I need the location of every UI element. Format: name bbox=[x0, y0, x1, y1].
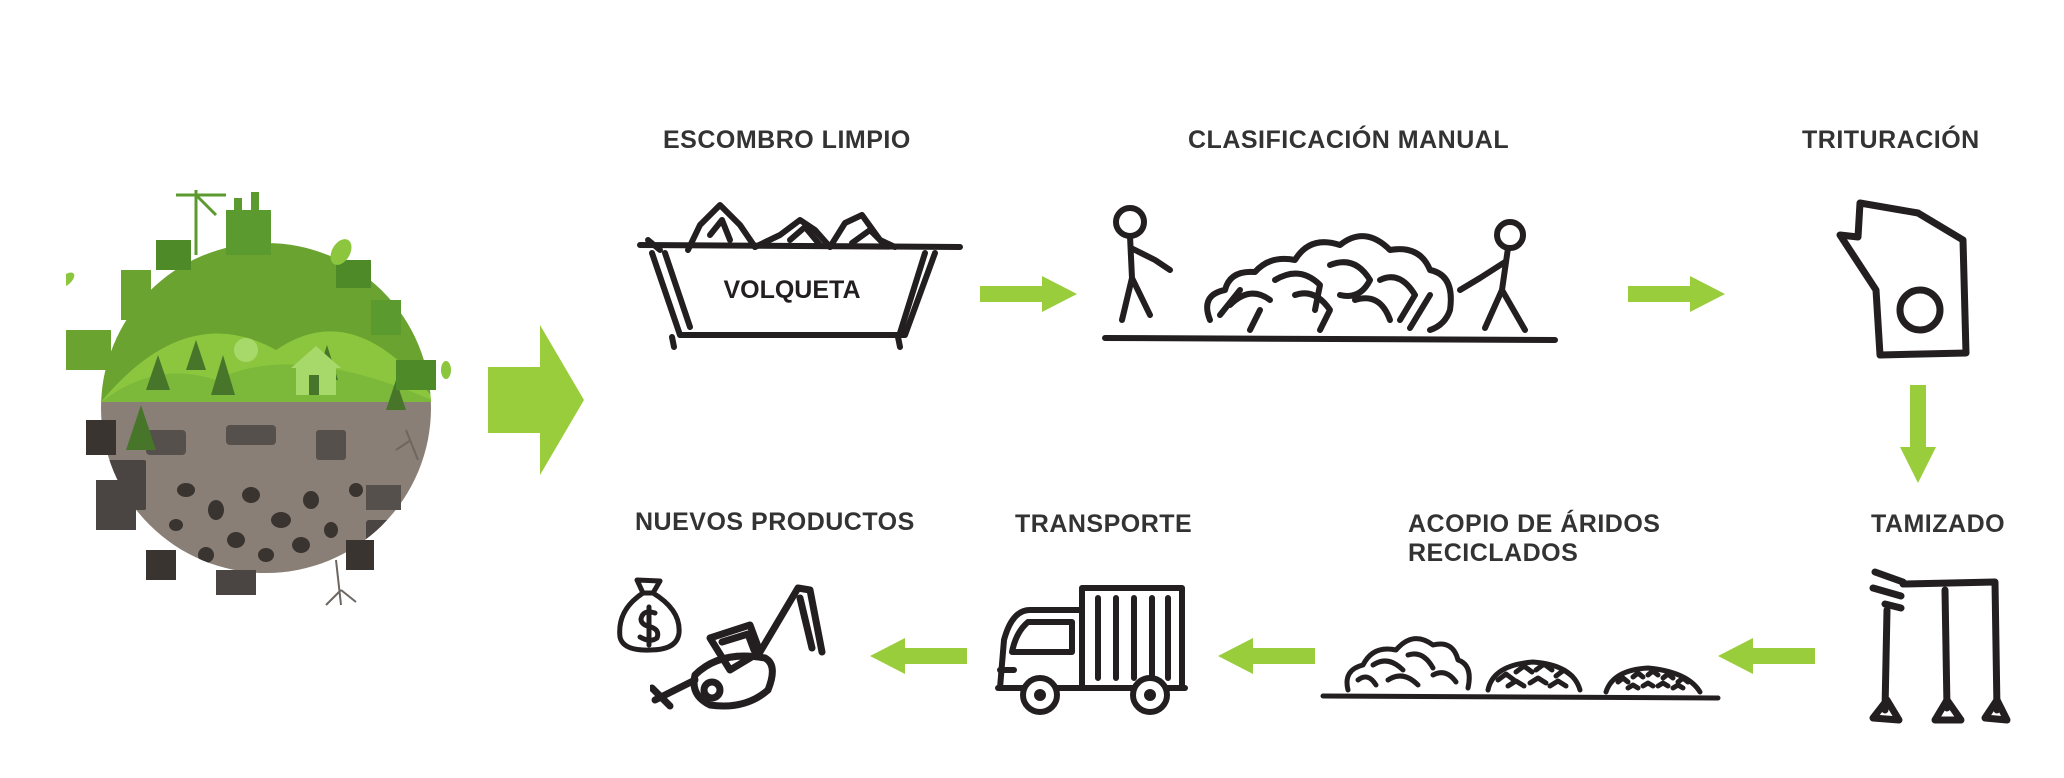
arrow-right-1-icon bbox=[980, 276, 1077, 312]
arrow-left-4-icon bbox=[1218, 638, 1315, 674]
arrow-left-3-icon bbox=[1718, 638, 1815, 674]
label-acopio-line1: ACOPIO DE ÁRIDOS bbox=[1408, 510, 1661, 538]
aggregate-piles-icon bbox=[1320, 636, 1721, 701]
label-nuevos-productos: NUEVOS PRODUCTOS bbox=[635, 508, 915, 536]
globe-illustration bbox=[66, 190, 451, 606]
workers-rubble-icon bbox=[1102, 205, 1558, 343]
label-acopio-line2: RECICLADOS bbox=[1408, 539, 1579, 567]
crusher-icon bbox=[1836, 199, 1970, 359]
label-tamizado: TAMIZADO bbox=[1871, 510, 2006, 538]
dumpster-icon: VOLQUETA bbox=[637, 202, 963, 350]
arrow-right-2-icon bbox=[1628, 276, 1725, 312]
arrow-left-5-icon bbox=[870, 638, 967, 674]
volqueta-text: VOLQUETA bbox=[723, 276, 860, 304]
sieve-icon bbox=[1869, 568, 2011, 724]
label-acopio-aridos: ACOPIO DE ÁRIDOS RECICLADOS bbox=[1408, 510, 1660, 568]
label-clasificacion-manual: CLASIFICACIÓN MANUAL bbox=[1188, 126, 1510, 154]
money-bag-icon bbox=[617, 577, 682, 653]
truck-icon bbox=[995, 585, 1188, 715]
big-arrow-icon bbox=[488, 325, 584, 475]
arrow-down-icon bbox=[1900, 385, 1936, 483]
label-transporte: TRANSPORTE bbox=[1015, 510, 1193, 538]
label-escombro-limpio: ESCOMBRO LIMPIO bbox=[663, 126, 911, 154]
label-trituracion: TRITURACIÓN bbox=[1802, 126, 1980, 154]
excavator-icon bbox=[650, 584, 826, 710]
